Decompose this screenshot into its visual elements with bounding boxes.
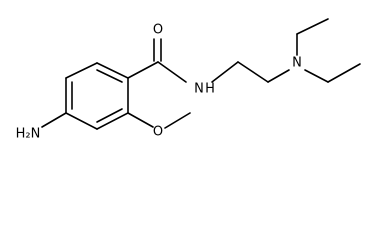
ring-bond bbox=[65, 112, 98, 130]
carbonyl-oxygen-label: O bbox=[153, 23, 163, 38]
ring-bond bbox=[96, 62, 129, 79]
amide-nitrogen-label: N bbox=[194, 82, 204, 97]
carbonyl-to-nh-bond bbox=[157, 61, 187, 83]
ring-bond bbox=[96, 112, 129, 130]
ring-to-methoxy-bond bbox=[127, 112, 154, 128]
ring-double-bond bbox=[96, 69, 123, 83]
ch2-ch2-bond bbox=[237, 61, 269, 83]
ch2-to-n-bond bbox=[267, 69, 290, 83]
methoxy-methyl-bond bbox=[164, 112, 191, 129]
ethyl-bond bbox=[327, 63, 361, 83]
ring-bond bbox=[65, 62, 98, 79]
amide-hydrogen-label: H bbox=[205, 82, 215, 97]
chemical-structure-diagram: O N H N H₂N O bbox=[16, 18, 361, 142]
amino-group-label: H₂N bbox=[16, 127, 41, 142]
ring-to-amino-bond bbox=[41, 112, 67, 128]
ring-double-bond bbox=[96, 108, 123, 123]
methoxy-oxygen-label: O bbox=[153, 125, 163, 140]
ethyl-bond bbox=[296, 18, 329, 35]
diethylamine-nitrogen-label: N bbox=[292, 56, 302, 71]
n-to-ethyl-bond bbox=[304, 69, 329, 83]
nh-to-ch2-bond bbox=[211, 61, 239, 83]
ring-to-carbonyl-bond bbox=[127, 61, 159, 79]
